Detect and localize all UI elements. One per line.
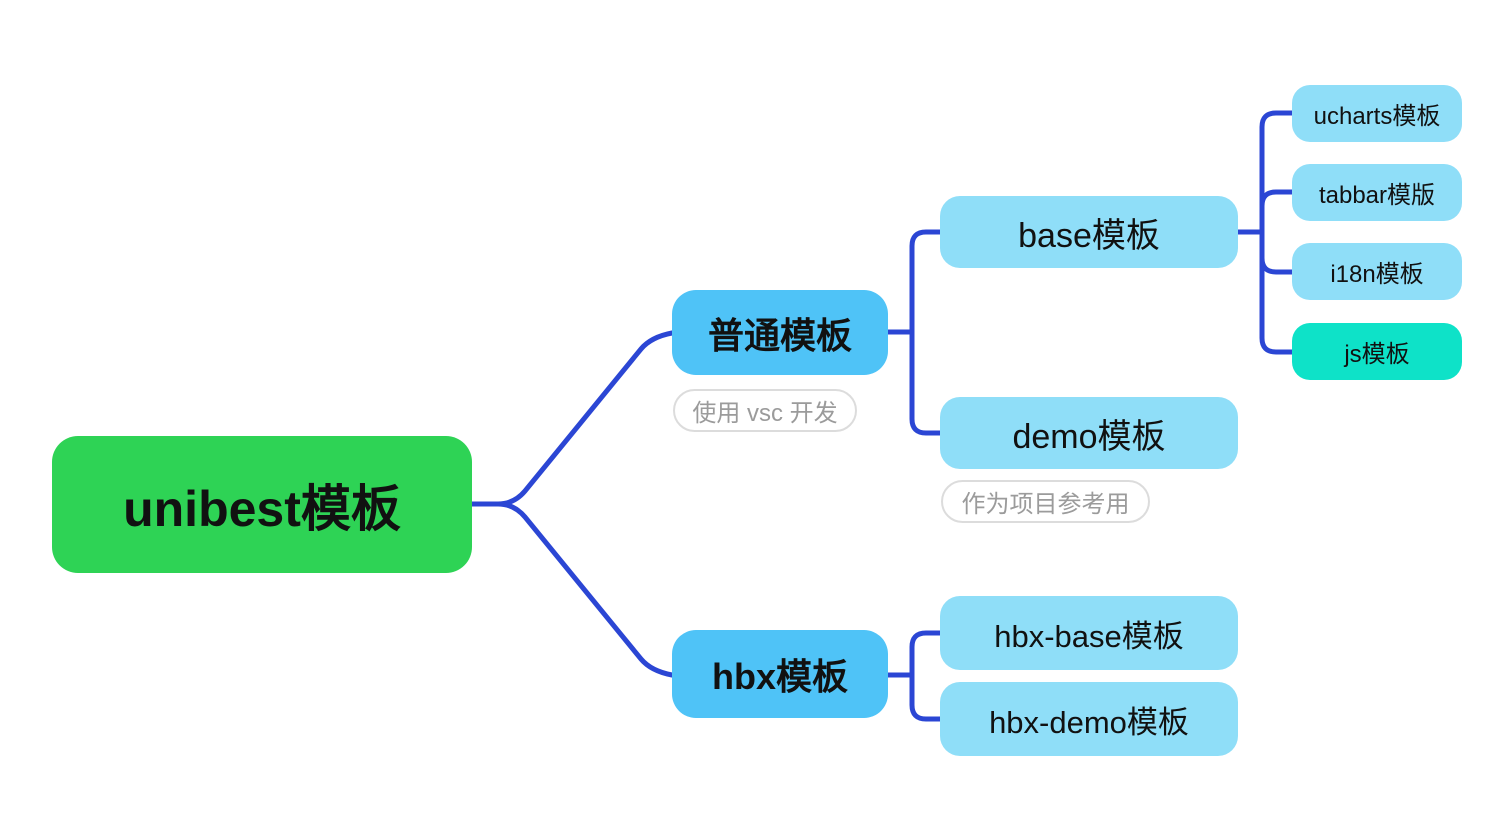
leaf-node-tabbar[interactable]: tabbar模版 (1292, 164, 1462, 221)
leaf-node-i18n[interactable]: i18n模板 (1292, 243, 1462, 300)
branch-node-label: 普通模板 (707, 314, 852, 356)
note-text: 作为项目参考用 (961, 491, 1130, 518)
leaf-node-label: js模板 (1344, 341, 1410, 368)
child-node-label: base模板 (1018, 216, 1160, 255)
child-node-label: hbx-demo模板 (989, 704, 1189, 740)
child-node-hbx-base[interactable]: hbx-base模板 (940, 596, 1238, 670)
connector-base-to-i18n (1259, 229, 1295, 275)
child-node-demo[interactable]: demo模板 (940, 397, 1238, 469)
branch-node-hbx[interactable]: hbx模板 (672, 630, 888, 718)
connector-root-to-hbx (495, 501, 675, 678)
note-pill-vsc[interactable]: 使用 vsc 开发 (673, 389, 857, 432)
leaf-node-label: tabbar模版 (1318, 182, 1436, 209)
leaf-node-js-highlighted[interactable]: js模板 (1292, 323, 1462, 380)
leaf-node-ucharts[interactable]: ucharts模板 (1292, 85, 1462, 142)
child-node-base[interactable]: base模板 (940, 196, 1238, 268)
root-node-label: unibest模板 (123, 480, 401, 537)
child-node-label: hbx-base模板 (994, 618, 1184, 654)
connector-base-to-js (1259, 229, 1295, 355)
connector-putong-to-demo (909, 329, 943, 436)
note-pill-reference[interactable]: 作为项目参考用 (941, 480, 1150, 523)
connector-base-to-ucharts (1259, 110, 1295, 235)
leaf-node-label: ucharts模板 (1313, 103, 1441, 130)
connector-hbx-to-hbxbase (909, 630, 943, 678)
branch-node-putong[interactable]: 普通模板 (672, 290, 888, 375)
branch-node-label: hbx模板 (711, 656, 848, 697)
root-node-unibest[interactable]: unibest模板 (52, 436, 472, 573)
connector-putong-to-base (909, 229, 943, 335)
connector-base-to-tabbar (1259, 189, 1295, 235)
note-text: 使用 vsc 开发 (692, 400, 838, 427)
connector-hbx-to-hbxdemo (909, 672, 943, 722)
child-node-hbx-demo[interactable]: hbx-demo模板 (940, 682, 1238, 756)
child-node-label: demo模板 (1012, 417, 1166, 456)
connector-root-to-putong (495, 330, 675, 507)
leaf-node-label: i18n模板 (1330, 261, 1424, 288)
